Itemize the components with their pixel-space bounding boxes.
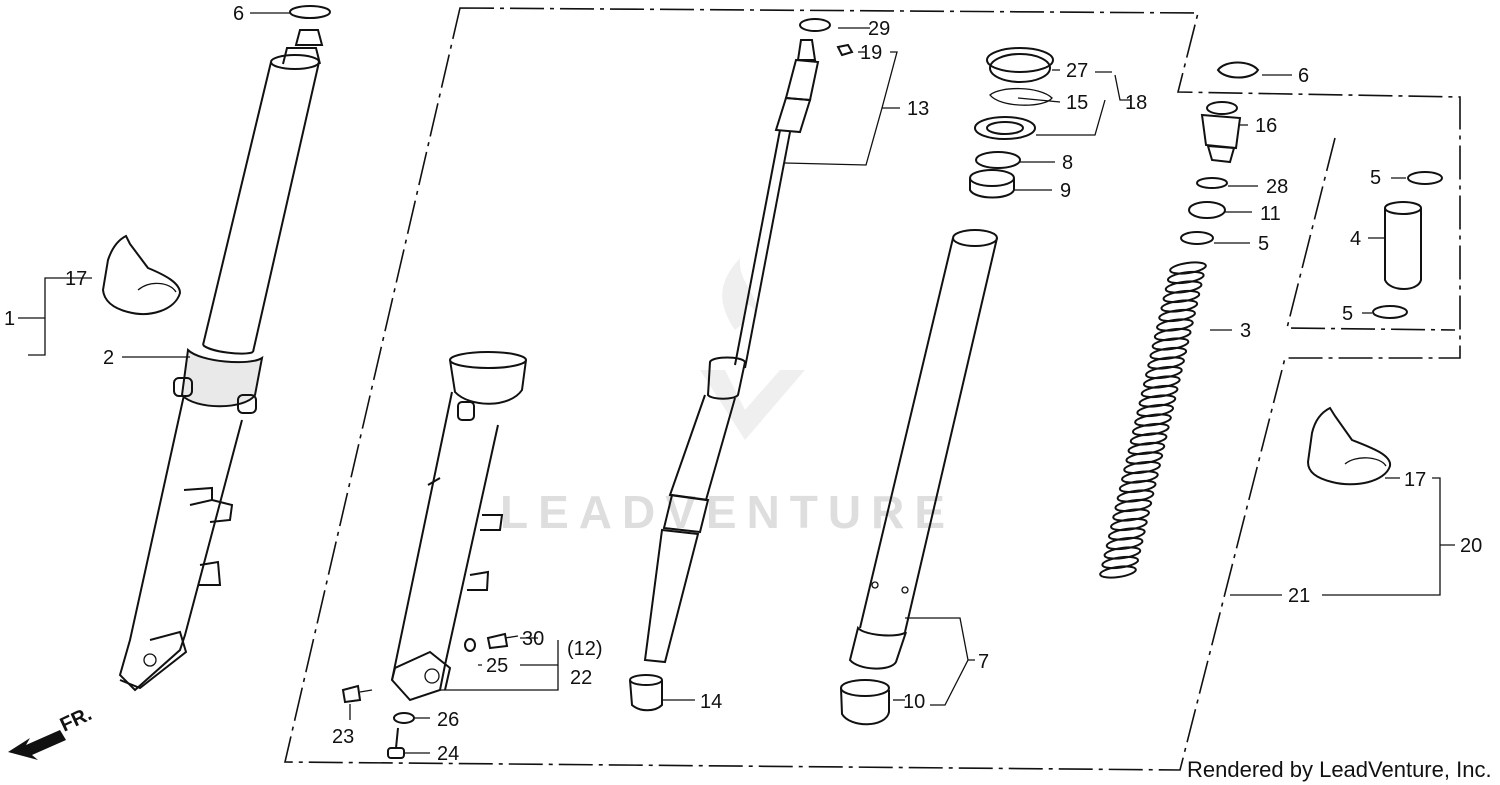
callout-10: 10 [903, 691, 925, 713]
front-direction-arrow-icon [8, 730, 66, 760]
callout-3: 3 [1240, 320, 1251, 342]
assembly-boundary-bushing [1285, 137, 1456, 331]
oil-seal-icon [974, 116, 1036, 140]
bolt-30-icon [486, 632, 519, 650]
spring-seat-icon [1188, 201, 1226, 219]
callout-9: 9 [1060, 180, 1071, 202]
leader-lines [18, 12, 1455, 754]
callout-1: 1 [4, 308, 15, 330]
ring-28-icon [1196, 177, 1228, 189]
socket-bolt-24-icon [387, 727, 405, 759]
circlip-right-icon [1216, 61, 1260, 79]
callout-5-top: 5 [1370, 167, 1381, 189]
fork-spring-icon [1099, 261, 1207, 579]
direction-label: FR. [57, 703, 95, 737]
callout-22: 22 [570, 667, 592, 689]
oil-lock-piece-icon [629, 674, 663, 712]
fork-bolt-icon [1200, 101, 1242, 164]
callout-labels: 6 17 1 2 29 19 13 27 15 18 8 9 6 16 28 1… [4, 3, 1482, 765]
callout-21: 21 [1288, 585, 1310, 607]
callout-16: 16 [1255, 115, 1277, 137]
watermark-text: LEADVENTURE [500, 486, 955, 538]
back-up-ring-icon [975, 151, 1021, 169]
damper-rod-icon [643, 18, 854, 664]
callout-5-middle: 5 [1258, 233, 1269, 255]
callout-28: 28 [1266, 176, 1288, 198]
callout-14: 14 [700, 691, 722, 713]
callout-8: 8 [1062, 152, 1073, 174]
collar-washer-icon [1180, 231, 1214, 245]
callout-26: 26 [437, 709, 459, 731]
dust-seal-icon [986, 47, 1054, 83]
fork-pipe-icon [848, 229, 998, 670]
callout-11: 11 [1260, 203, 1281, 225]
assembly-boundary-main [283, 7, 1461, 771]
callout-20: 20 [1460, 535, 1482, 557]
guide-bushing-icon [969, 169, 1015, 199]
callout-30: 30 [522, 628, 544, 650]
fork-guard-left-icon [101, 234, 182, 315]
callout-6-left: 6 [233, 3, 244, 25]
slide-bushing-icon [840, 679, 890, 726]
watermark-logo [700, 258, 805, 440]
callout-13: 13 [907, 98, 929, 120]
callout-5-bottom: 5 [1342, 303, 1353, 325]
callout-7: 7 [978, 651, 989, 673]
washer-25-icon [464, 638, 476, 652]
callout-19: 19 [860, 42, 882, 64]
callout-6-right: 6 [1298, 65, 1309, 87]
callout-27: 27 [1066, 60, 1088, 82]
drain-bolt-icon [341, 684, 373, 704]
callout-17-left: 17 [65, 268, 87, 290]
stopper-ring-icon [989, 87, 1053, 106]
fork-guard-right-icon [1306, 406, 1392, 486]
fork-leg-assembly-icon [118, 5, 331, 692]
callout-12: (12) [567, 638, 603, 660]
washer-26-icon [393, 712, 415, 724]
callout-25: 25 [486, 655, 508, 677]
callout-29: 29 [868, 18, 890, 40]
callout-4: 4 [1350, 228, 1361, 250]
callout-24: 24 [437, 743, 459, 765]
bottom-case-icon [390, 351, 527, 702]
spring-coil [1099, 565, 1137, 579]
callout-15: 15 [1066, 92, 1088, 114]
callout-23: 23 [332, 726, 354, 748]
callout-17-right: 17 [1404, 469, 1426, 491]
callout-18: 18 [1125, 92, 1147, 114]
washer-5-bottom-icon [1372, 305, 1408, 319]
washer-5-top-icon [1407, 171, 1443, 185]
callout-2: 2 [103, 347, 114, 369]
spacer-collar-icon [1384, 201, 1422, 290]
credit-text: Rendered by LeadVenture, Inc. [1187, 757, 1492, 782]
